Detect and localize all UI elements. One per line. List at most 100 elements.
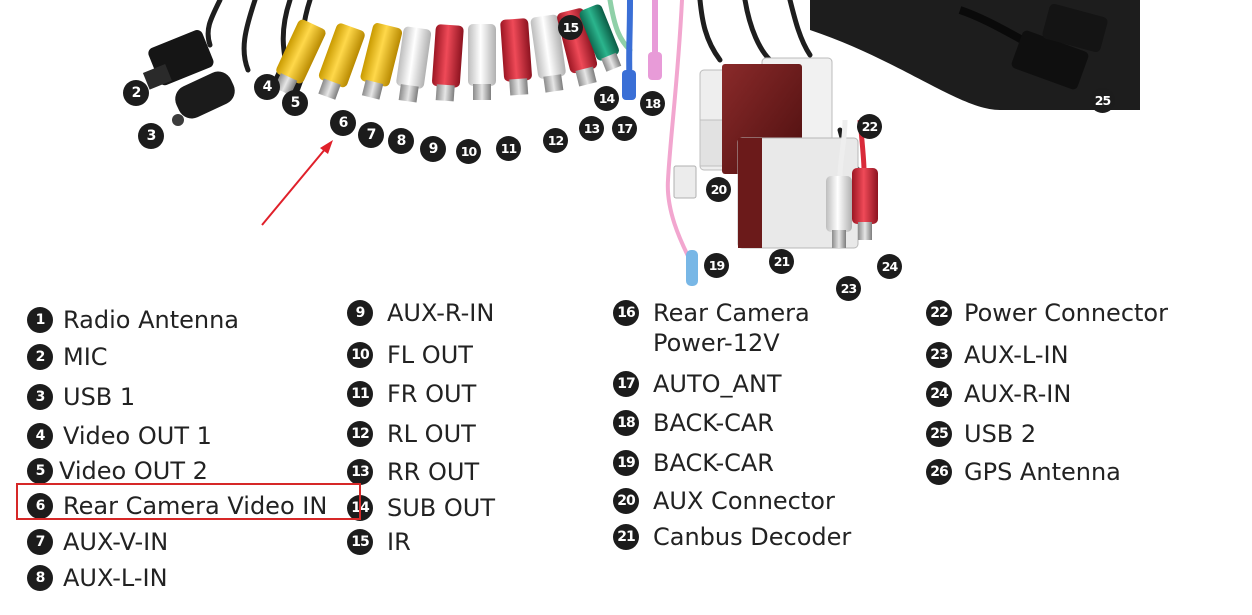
highlight-box	[16, 483, 361, 520]
callout-8: 8	[388, 128, 414, 154]
legend-badge: 19	[613, 450, 639, 476]
legend-item-1: 1 Radio Antenna	[27, 305, 239, 335]
callout-21: 21	[769, 249, 794, 274]
legend-label: BACK-CAR	[653, 409, 774, 437]
legend-badge: 1	[27, 307, 53, 333]
legend-badge: 18	[613, 410, 639, 436]
legend-item-22: 22 Power Connector	[926, 298, 1168, 328]
legend-label: AUX-L-IN	[63, 564, 168, 592]
legend-item-13: 13 RR OUT	[347, 457, 479, 487]
callout-3: 3	[138, 123, 164, 149]
callout-12: 12	[543, 128, 568, 153]
legend-label: AUX-R-IN	[964, 380, 1072, 408]
legend-label: Rear Camera Video IN	[63, 492, 328, 520]
usb2-enclosure	[810, 0, 1140, 110]
callout-15: 15	[558, 15, 583, 40]
callout-13: 13	[579, 116, 604, 141]
auto-ant-lead	[622, 70, 636, 100]
callout-4: 4	[254, 74, 280, 100]
legend-label: BACK-CAR	[653, 449, 774, 477]
legend-item-9: 9 AUX-R-IN	[347, 298, 494, 328]
legend-item-8: 8 AUX-L-IN	[27, 563, 168, 593]
legend-label: AUX-V-IN	[63, 528, 169, 556]
legend-item-10: 10 FL OUT	[347, 340, 473, 370]
legend-item-21: 21 Canbus Decoder	[613, 522, 851, 552]
legend-badge: 15	[347, 529, 373, 555]
legend-badge: 12	[347, 421, 373, 447]
pointer-arrow	[261, 140, 333, 226]
legend-badge: 23	[926, 342, 952, 368]
legend-item-23: 23 AUX-L-IN	[926, 340, 1069, 370]
legend-badge: 9	[347, 300, 373, 326]
callout-18: 18	[640, 91, 665, 116]
harness-illustration	[142, 0, 1140, 286]
legend-badge: 10	[347, 342, 373, 368]
legend-badge: 22	[926, 300, 952, 326]
legend-badge: 5	[27, 458, 53, 484]
legend-badge: 17	[613, 371, 639, 397]
label-tag	[673, 165, 697, 199]
legend-badge: 25	[926, 421, 952, 447]
legend-label: AUX-R-IN	[387, 299, 495, 327]
legend-label: SUB OUT	[387, 494, 496, 522]
callout-24: 24	[877, 254, 902, 279]
legend-badge: 24	[926, 381, 952, 407]
black-wires	[205, 0, 861, 173]
legend-badge: 11	[347, 381, 373, 407]
usb-connector-1	[142, 30, 214, 90]
legend-badge: 2	[27, 344, 53, 370]
callout-2: 2	[123, 80, 149, 106]
callout-19: 19	[704, 253, 729, 278]
callout-6: 6	[330, 110, 356, 136]
legend-badge: 7	[27, 529, 53, 555]
legend-item-3: 3 USB 1	[27, 382, 135, 412]
legend-label: AUTO_ANT	[653, 370, 782, 398]
legend-item-17: 17 AUTO_ANT	[613, 369, 782, 399]
legend-badge: 4	[27, 423, 53, 449]
back-car-lead-2	[686, 250, 698, 286]
callout-10: 10	[456, 139, 481, 164]
callout-25: 25	[1090, 88, 1115, 113]
legend-badge: 20	[613, 488, 639, 514]
legend-label: USB 1	[63, 383, 136, 411]
legend-label: Canbus Decoder	[653, 523, 852, 551]
callout-7: 7	[358, 122, 384, 148]
legend-badge: 8	[27, 565, 53, 591]
back-car-lead	[648, 52, 662, 80]
legend-label: Radio Antenna	[63, 306, 240, 334]
legend-label: MIC	[63, 343, 108, 371]
callout-9: 9	[420, 136, 446, 162]
legend-label: Video OUT 2	[59, 457, 208, 485]
legend-label: Video OUT 1	[63, 422, 212, 450]
legend-item-18: 18 BACK-CAR	[613, 408, 774, 438]
callout-22: 22	[857, 114, 882, 139]
legend-item-20: 20 AUX Connector	[613, 486, 835, 516]
callout-11: 11	[496, 136, 521, 161]
legend-label: RR OUT	[387, 458, 480, 486]
legend-label: Power Connector	[964, 299, 1168, 327]
legend-label: AUX Connector	[653, 487, 835, 515]
callout-17: 17	[612, 116, 637, 141]
legend-label: AUX-L-IN	[964, 341, 1069, 369]
legend-label: RL OUT	[387, 420, 476, 448]
legend-label: FL OUT	[387, 341, 473, 369]
legend-item-4: 4 Video OUT 1	[27, 421, 212, 451]
legend-badge: 21	[613, 524, 639, 550]
legend-badge: 3	[27, 384, 53, 410]
legend-label: Rear Camera Power-12V	[653, 299, 810, 357]
legend-item-7: 7 AUX-V-IN	[27, 527, 168, 557]
callout-5: 5	[282, 90, 308, 116]
legend-item-24: 24 AUX-R-IN	[926, 379, 1071, 409]
rca-plugs	[274, 4, 622, 103]
legend-label: GPS Antenna	[964, 458, 1121, 486]
legend-badge: 13	[347, 459, 373, 485]
legend-item-2: 2 MIC	[27, 342, 108, 372]
